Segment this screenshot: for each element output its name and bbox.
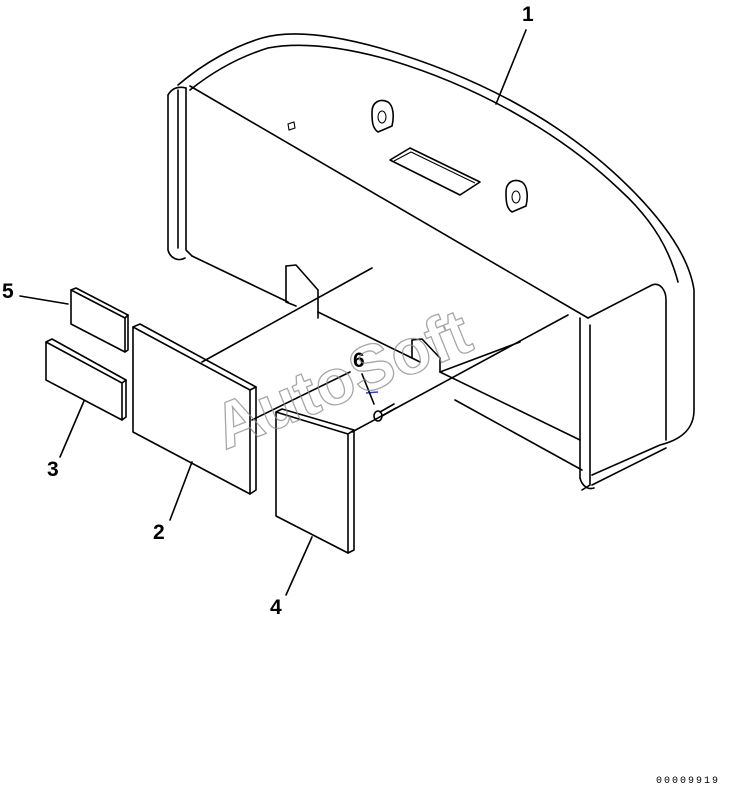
cover-body (167, 33, 695, 491)
callout-6: 6 (353, 349, 365, 372)
drawing-code: 00009919 (656, 776, 720, 787)
leader-lines (19, 29, 527, 596)
callout-2: 2 (153, 521, 165, 544)
part-4-pad (275, 408, 355, 554)
callout-1: 1 (522, 3, 534, 26)
watermark: AutoSoft (203, 295, 480, 463)
part-2-pad (132, 323, 257, 495)
callout-5: 5 (2, 280, 14, 303)
callout-3: 3 (47, 458, 59, 481)
part-3-pad (45, 338, 127, 421)
part-5-pad (70, 287, 129, 353)
part-6-screw (365, 391, 397, 422)
callout-4: 4 (270, 596, 282, 619)
